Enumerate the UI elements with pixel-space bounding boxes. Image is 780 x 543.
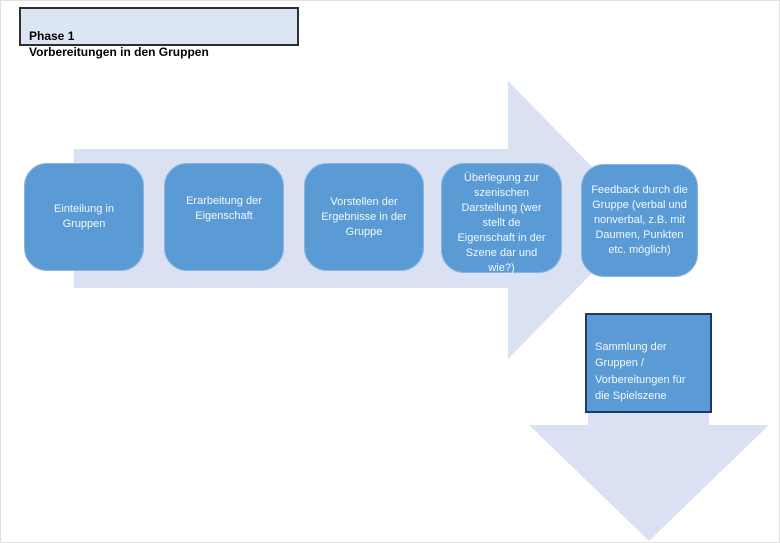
step-label: Einteilung in Gruppen [54, 203, 114, 230]
step-box-ueberlegung: Überlegung zur szenischen Darstellung (w… [441, 163, 562, 274]
step-box-vorstellen: Vorstellen der Ergebnisse in der Gruppe [304, 163, 424, 271]
step-box-feedback: Feedback durch die Gruppe (verbal und no… [581, 164, 698, 277]
step-label: Überlegung zur szenischen Darstellung (w… [457, 172, 546, 274]
step-box-einteilung: Einteilung in Gruppen [24, 163, 144, 271]
step-label: Feedback durch die Gruppe (verbal und no… [591, 184, 688, 256]
result-box-sammlung: Sammlung der Gruppen / Vorbereitungen fü… [585, 313, 712, 413]
step-label: Vorstellen der Ergebnisse in der Gruppe [321, 195, 407, 238]
phase-title-text: Phase 1 Vorbereitungen in den Gruppen [29, 29, 209, 59]
step-box-erarbeitung: Erarbeitung der Eigenschaft [164, 163, 284, 271]
phase-title-box: Phase 1 Vorbereitungen in den Gruppen [19, 7, 299, 59]
step-label: Erarbeitung der Eigenschaft [186, 195, 262, 222]
result-box-label: Sammlung der Gruppen / Vorbereitungen fü… [595, 340, 686, 403]
